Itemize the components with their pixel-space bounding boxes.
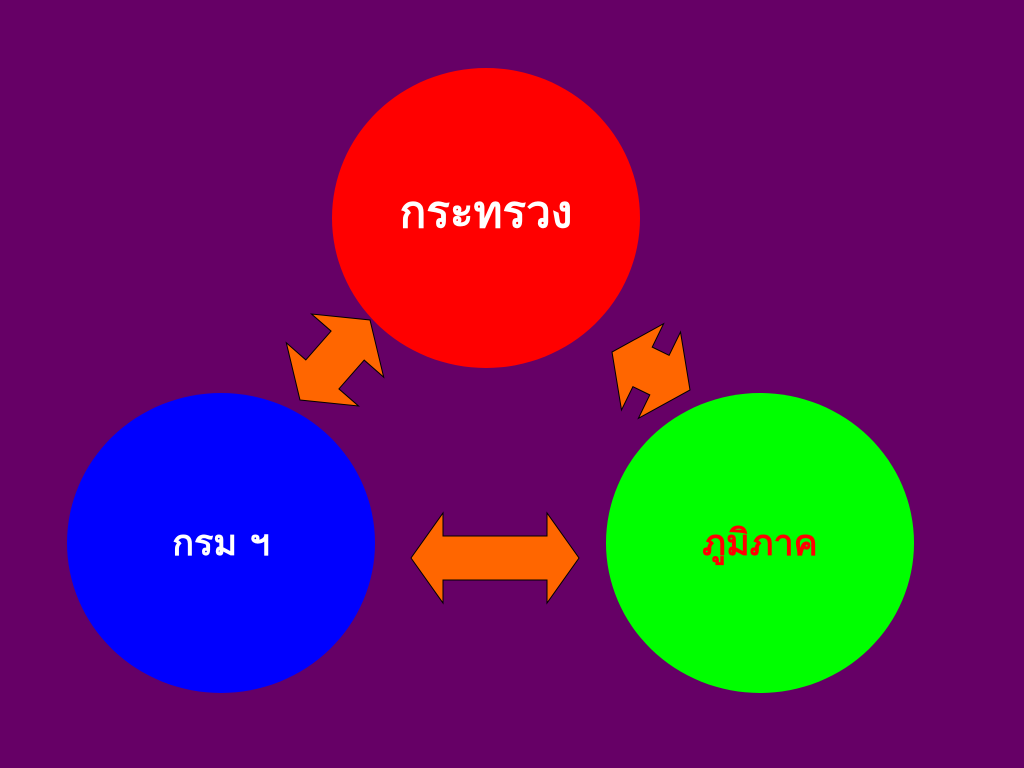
node-region: ภูมิภาค: [606, 393, 914, 693]
node-ministry: กระทรวง: [332, 68, 640, 368]
node-department-label: กรม ฯ: [172, 522, 270, 564]
arrow-department-ministry: [285, 313, 385, 407]
arrow-department-region: [410, 511, 580, 605]
node-department: กรม ฯ: [67, 393, 375, 693]
node-region-label: ภูมิภาค: [702, 522, 818, 564]
node-ministry-label: กระทรวง: [399, 187, 573, 238]
arrow-ministry-region: [611, 322, 691, 420]
